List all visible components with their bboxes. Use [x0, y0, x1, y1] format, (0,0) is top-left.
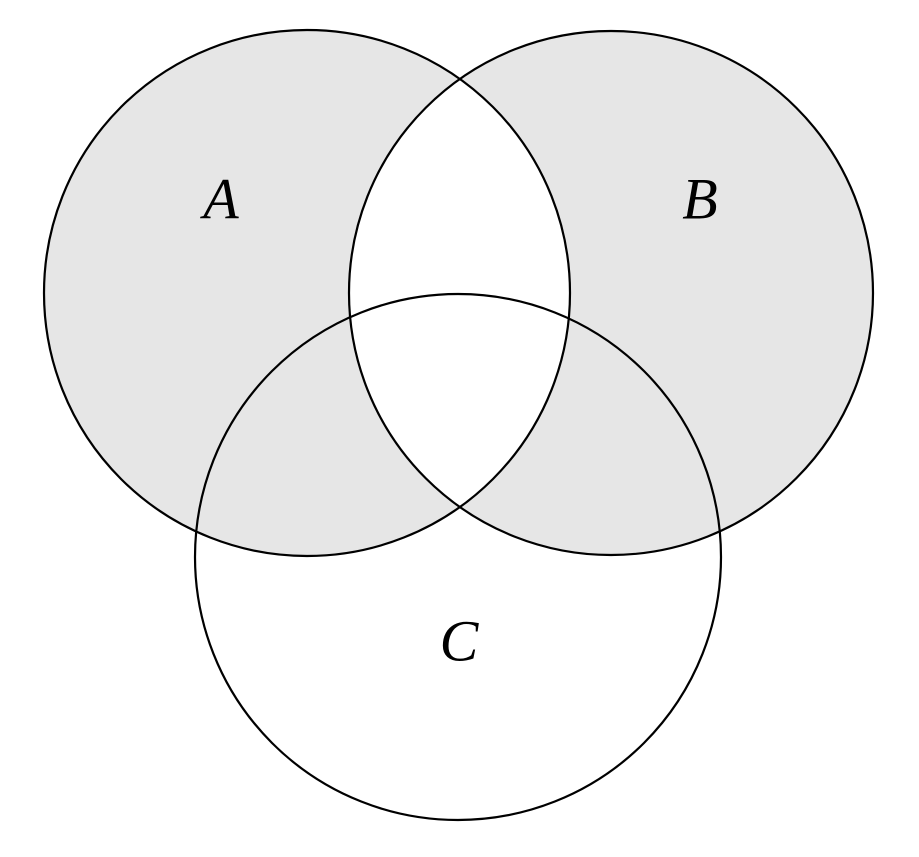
circle-outline-set-a[interactable]: [42, 28, 572, 558]
circle-outline-set-c[interactable]: [193, 292, 723, 822]
set-label-group: A B C: [199, 166, 717, 673]
circle-outline-set-b[interactable]: [347, 29, 875, 557]
set-label-c: C: [440, 608, 480, 673]
circle-outline-group: [42, 28, 875, 822]
set-label-b: B: [682, 166, 717, 231]
set-label-a: A: [199, 166, 239, 231]
